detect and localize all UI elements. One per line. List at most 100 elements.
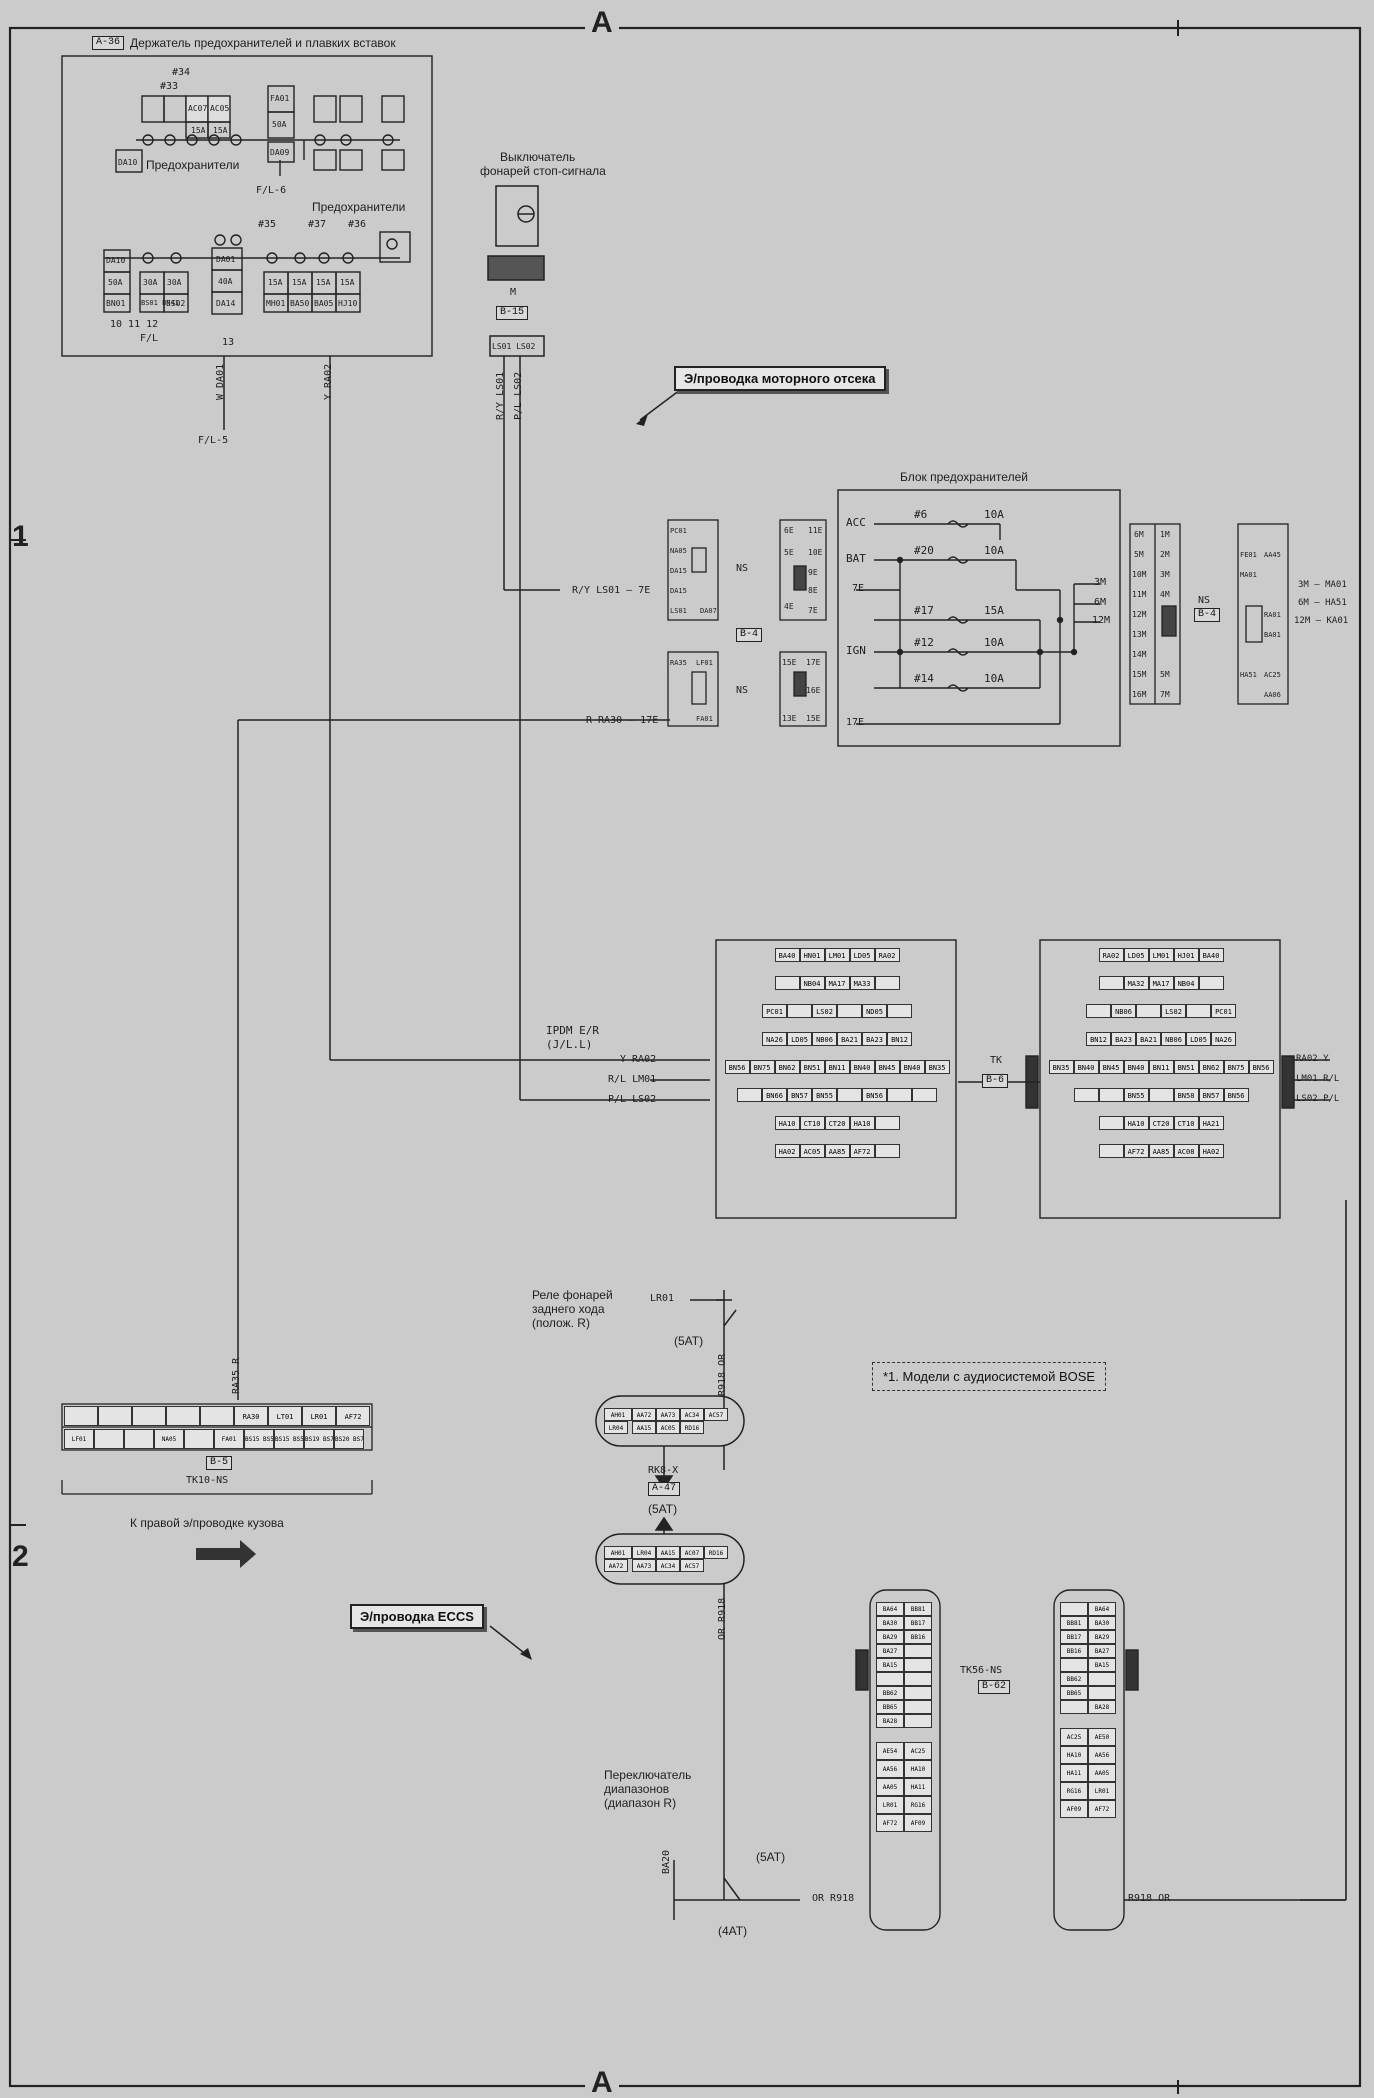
connector-cell: BA29 bbox=[1088, 1630, 1116, 1644]
connector-cell: AA15 bbox=[632, 1421, 656, 1434]
pin-label: 14M bbox=[1132, 650, 1147, 659]
connector-cell: BN12 bbox=[1086, 1032, 1111, 1046]
connector-cell: HA10 bbox=[849, 1116, 875, 1130]
connector-cell: LR01 bbox=[302, 1406, 336, 1426]
wire-ba20: BA20 bbox=[661, 1849, 672, 1874]
fuse-cell: 15A bbox=[292, 278, 307, 287]
connector-cell: HN01 bbox=[799, 948, 825, 962]
connector-cell: BS15 BS55 bbox=[274, 1429, 304, 1449]
connector-cell: HA02 bbox=[774, 1144, 800, 1158]
connector-cell: HA51 bbox=[1240, 671, 1257, 679]
connector-cell: AH01 bbox=[604, 1546, 632, 1559]
stop-lamp-switch bbox=[487, 185, 560, 1100]
connector-cell bbox=[1060, 1602, 1088, 1616]
to-body-harness-label: К правой э/проводке кузова bbox=[130, 1516, 284, 1530]
connector-cell: AA73 bbox=[656, 1408, 680, 1421]
connector-cell bbox=[1136, 1004, 1161, 1018]
connector-cell bbox=[1088, 1686, 1116, 1700]
connector-cell bbox=[904, 1644, 932, 1658]
ipdm-right-wire-3: LS02 P/L bbox=[1296, 1094, 1340, 1104]
connector-cell bbox=[1148, 1088, 1174, 1102]
fuse-cell: 30A bbox=[167, 278, 182, 287]
connector-cell: FA01 bbox=[696, 715, 713, 723]
fusible-link-numbers: 10 11 12 bbox=[110, 319, 159, 330]
pin-label: 6E bbox=[784, 526, 794, 535]
connector-cell: AA56 bbox=[876, 1760, 904, 1778]
pin-label: 16E bbox=[806, 686, 821, 695]
connector-cell: BN51 bbox=[799, 1060, 825, 1074]
connector-cell bbox=[1186, 1004, 1211, 1018]
reverse-relay-wire-lr01: LR01 bbox=[650, 1293, 675, 1304]
reverse-relay-title-1: Реле фонарей bbox=[532, 1288, 613, 1302]
connector-cell bbox=[912, 1088, 937, 1102]
connector-cell: BN35 bbox=[1048, 1060, 1074, 1074]
connector-ns-1: NS bbox=[736, 563, 749, 574]
fuse-cell: 40A bbox=[218, 277, 233, 286]
connector-cell: RA02 bbox=[1098, 948, 1124, 962]
fuse-block-acc: ACC bbox=[846, 516, 866, 529]
grid-letter-top: A bbox=[585, 6, 619, 40]
fuse-cell: 15A bbox=[213, 126, 228, 135]
engine-harness-label: Э/проводка моторного отсека bbox=[674, 366, 886, 391]
fuse-cell: BS01 BN41 bbox=[141, 299, 179, 307]
connector-cell: NA05 bbox=[670, 547, 687, 555]
ipdm-right-wire-2: LM01 R/L bbox=[1296, 1074, 1340, 1084]
fuse-cell: DA01 bbox=[216, 255, 236, 264]
pin-label: 12M bbox=[1132, 610, 1147, 619]
connector-cell: HA10 bbox=[1123, 1116, 1149, 1130]
connector-cell: BS19 BS79 bbox=[304, 1429, 334, 1449]
fuse-12: #12 bbox=[914, 636, 934, 649]
fuse-17: #17 bbox=[914, 604, 934, 617]
wire-ra35-r: RA35 R bbox=[231, 1357, 242, 1394]
connector-cell: AF09 bbox=[1060, 1800, 1088, 1818]
connector-cell: RG16 bbox=[904, 1796, 932, 1814]
connector-cell: NA05 bbox=[154, 1429, 184, 1449]
connector-cell: AA15 bbox=[656, 1546, 680, 1559]
connector-cell: BA28 bbox=[1088, 1700, 1116, 1714]
fuse-cell: DA09 bbox=[270, 148, 290, 157]
pin-label: 13E bbox=[782, 714, 797, 723]
connector-cell: BN12 bbox=[887, 1032, 912, 1046]
range-switch-title-1: Переключатель bbox=[604, 1768, 692, 1782]
connector-cell: HJ01 bbox=[1173, 948, 1199, 962]
zone-number-2: 2 bbox=[12, 1540, 29, 1573]
stop-switch-pins: LS01 LS02 bbox=[492, 342, 536, 351]
connector-cell: BA21 bbox=[837, 1032, 862, 1046]
fuse-cell: 50A bbox=[272, 120, 287, 129]
stop-switch-connector-letter: M bbox=[510, 287, 517, 298]
fuse-cell: FA01 bbox=[270, 94, 290, 103]
range-switch-5at: (5AT) bbox=[756, 1850, 786, 1864]
connector-cell: LR04 bbox=[632, 1546, 656, 1559]
fuse-block-circuit bbox=[837, 489, 1121, 747]
pin-label: 10E bbox=[808, 548, 823, 557]
pin-label: 9E bbox=[808, 568, 818, 577]
stop-switch-title-2: фонарей стоп-сигнала bbox=[480, 164, 606, 178]
connector-cell: PC01 bbox=[1211, 1004, 1236, 1018]
fuse-holder-title: Держатель предохранителей и плавких вста… bbox=[130, 36, 396, 50]
pin-label: 11E bbox=[808, 526, 823, 535]
ipdm-tk: TK bbox=[990, 1055, 1003, 1066]
engine-harness-arrowhead bbox=[636, 414, 648, 426]
connector-cell: BA21 bbox=[1136, 1032, 1161, 1046]
fuse-6: #6 bbox=[914, 508, 928, 521]
connector-cell: BB65 bbox=[876, 1700, 904, 1714]
connector-cell: CT10 bbox=[1173, 1116, 1199, 1130]
connector-cell: BA15 bbox=[876, 1658, 904, 1672]
connector-cell: BN51 bbox=[1173, 1060, 1199, 1074]
connector-cell bbox=[837, 1088, 862, 1102]
connector-cell: AA85 bbox=[824, 1144, 850, 1158]
wire-y-ra02 bbox=[223, 356, 710, 1061]
fuse-block-6m: 6M bbox=[1094, 597, 1107, 608]
connector-cell: BN11 bbox=[1148, 1060, 1174, 1074]
fuse-cell: 30A bbox=[143, 278, 158, 287]
connector-gap bbox=[1060, 1714, 1116, 1728]
fuse-cell: 15A bbox=[340, 278, 355, 287]
connector-cell bbox=[876, 1672, 904, 1686]
